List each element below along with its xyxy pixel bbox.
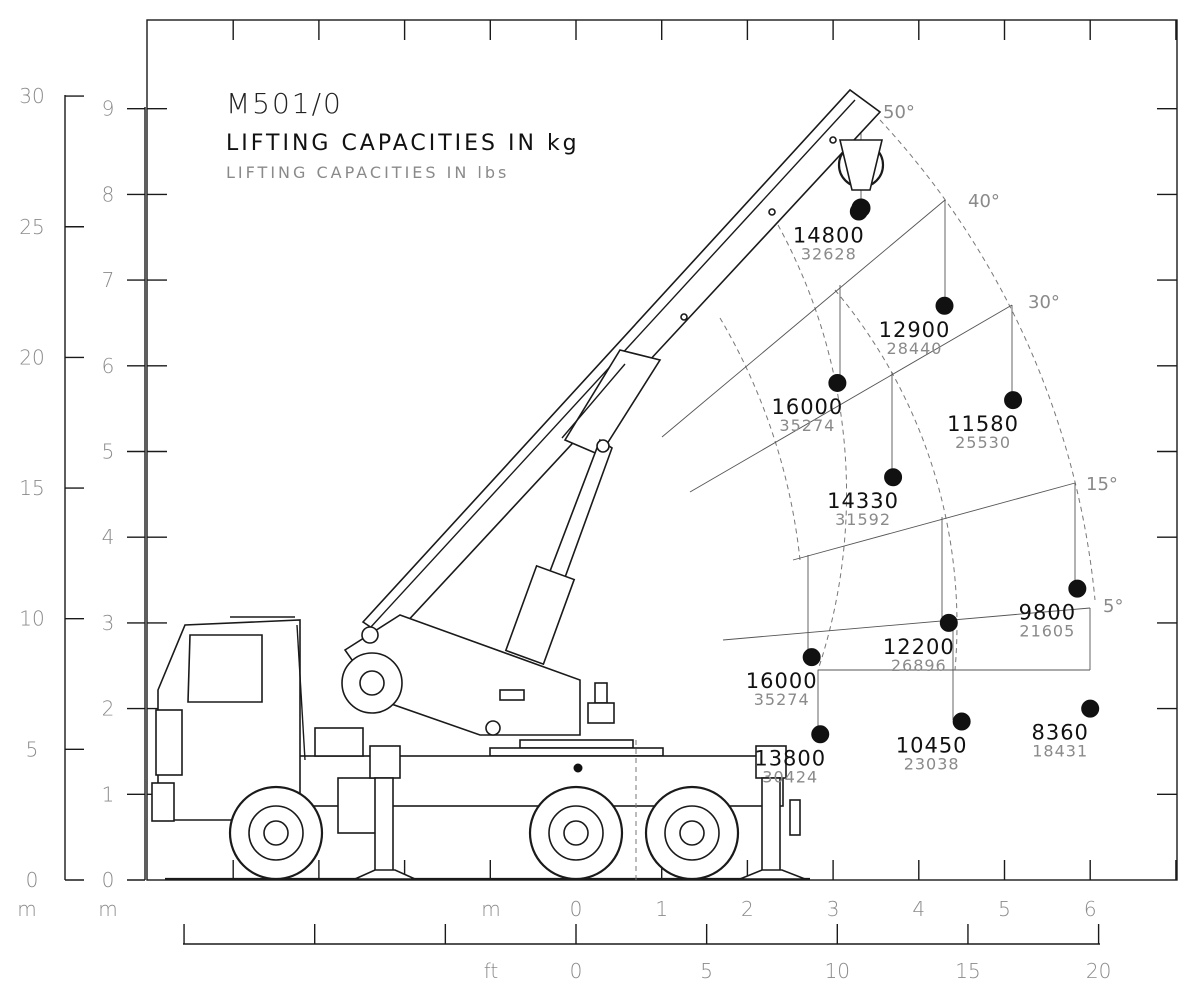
left-meter-tick-label: 3 <box>102 611 115 635</box>
bottom-feet-tick-label: 15 <box>955 959 980 983</box>
load-point-kg-label: 13800 <box>754 746 826 770</box>
left-feet-tick-label: 15 <box>19 476 44 500</box>
angle-label-40: 40° <box>968 191 1000 212</box>
angle-rays <box>661 108 1091 735</box>
left-meter-tick-label: 4 <box>102 525 115 549</box>
left-meter-tick-label: 5 <box>102 440 115 464</box>
load-point-marker <box>935 296 954 315</box>
left-feet-tick-label: 20 <box>19 345 44 369</box>
load-point-kg-label: 12200 <box>883 635 955 659</box>
bottom-feet-tick-label: 5 <box>700 959 713 983</box>
bottom-feet-unit: ft <box>484 959 499 983</box>
left-feet-tick-label: 30 <box>19 84 44 108</box>
load-point-kg-label: 8360 <box>1031 721 1088 745</box>
truck-chassis <box>151 616 806 881</box>
bottom-meter-tick-label: 0 <box>570 897 583 921</box>
left-meter-scale: 0 1 2 3 4 5 6 7 8 9 <box>102 97 145 892</box>
left-feet-tick-label: 5 <box>26 737 39 761</box>
left-feet-tick-label: 25 <box>19 215 44 239</box>
left-meter-tick-label: 1 <box>102 782 115 806</box>
left-meter-tick-label: 7 <box>102 268 115 292</box>
load-point-marker <box>802 648 821 667</box>
load-point-marker <box>811 725 830 744</box>
load-point-marker <box>939 613 958 632</box>
load-point-marker <box>952 712 971 731</box>
left-meter-tick-label: 6 <box>102 354 115 378</box>
load-point-lbs-label: 32628 <box>801 245 857 264</box>
bottom-meter-tick-label: 6 <box>1084 897 1097 921</box>
load-point-kg-label: 12900 <box>879 318 951 342</box>
left-meter-tick-label: 9 <box>102 97 115 121</box>
crane-boom <box>341 88 885 757</box>
load-point-lbs-label: 23038 <box>904 754 960 773</box>
left-meter-unit: m <box>98 897 117 921</box>
bottom-meter-tick-label: 4 <box>912 897 925 921</box>
left-feet-unit: m <box>17 897 36 921</box>
left-meter-tick-label: 8 <box>102 182 115 206</box>
angle-label-15: 15° <box>1086 474 1118 495</box>
left-feet-tick-label: 10 <box>19 607 44 631</box>
load-point-lbs-label: 35274 <box>779 416 835 435</box>
load-point-marker <box>849 202 868 221</box>
bottom-meter-tick-label: 2 <box>741 897 754 921</box>
load-point-marker <box>1068 579 1087 598</box>
working-range-arcs <box>719 119 1096 671</box>
load-point-marker <box>884 468 903 487</box>
left-feet-tick-label: 0 <box>26 868 39 892</box>
left-feet-scale: 0 5 10 15 20 25 30 <box>19 84 84 892</box>
angle-label-5: 5° <box>1103 596 1123 617</box>
bottom-meter-scale: 0 1 2 3 4 5 6 <box>570 897 1097 921</box>
load-point-marker <box>1004 391 1023 410</box>
load-point-lbs-label: 30424 <box>762 767 818 786</box>
load-point-lbs-label: 21605 <box>1019 622 1075 641</box>
load-point-kg-label: 10450 <box>896 733 968 757</box>
load-point-lbs-label: 25530 <box>955 433 1011 452</box>
kg-caption: LIFTING CAPACITIES IN kg <box>226 131 580 156</box>
bottom-feet-scale: 0 5 10 15 20 <box>183 924 1111 983</box>
load-point-kg-label: 14800 <box>793 224 865 248</box>
bottom-feet-tick-label: 0 <box>570 959 583 983</box>
load-point-marker <box>1081 699 1100 718</box>
load-point-kg-label: 16000 <box>771 395 843 419</box>
angle-label-30: 30° <box>1028 292 1060 313</box>
lbs-caption: LIFTING CAPACITIES IN lbs <box>226 163 509 182</box>
angle-label-50: 50° <box>883 102 915 123</box>
load-point-marker <box>828 373 847 392</box>
model-title: M501/0 <box>226 87 343 120</box>
load-point-lbs-label: 18431 <box>1032 742 1088 761</box>
left-meter-tick-label: 2 <box>102 697 115 721</box>
bottom-meter-tick-label: 1 <box>655 897 668 921</box>
load-point-lbs-label: 28440 <box>887 339 943 358</box>
load-point-kg-label: 14330 <box>827 489 899 513</box>
bottom-meter-unit: m <box>481 897 500 921</box>
load-point-kg-label: 11580 <box>947 412 1019 436</box>
load-point-kg-label: 16000 <box>746 669 818 693</box>
bottom-meter-tick-label: 3 <box>827 897 840 921</box>
load-point-lbs-label: 35274 <box>754 690 810 709</box>
bottom-feet-tick-label: 20 <box>1086 959 1111 983</box>
left-meter-tick-label: 0 <box>102 868 115 892</box>
load-point-lbs-label: 31592 <box>835 510 891 529</box>
load-point-kg-label: 9800 <box>1019 601 1076 625</box>
bottom-feet-tick-label: 10 <box>825 959 850 983</box>
bottom-meter-tick-label: 5 <box>998 897 1011 921</box>
load-point-lbs-label: 26896 <box>891 656 947 675</box>
